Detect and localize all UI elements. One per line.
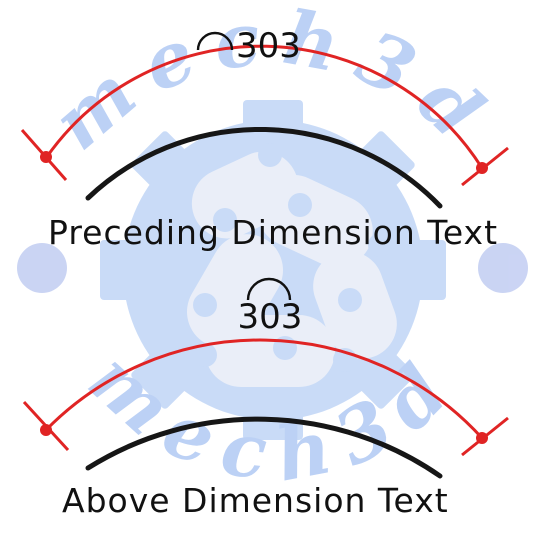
arc-geometry: [85, 416, 443, 479]
caption-preceding: Preceding Dimension Text: [48, 213, 498, 252]
dimension-value: 303: [238, 297, 303, 337]
dimension-arc: [44, 338, 484, 440]
chain-link-icon: [187, 143, 397, 387]
arc-length-symbol-icon: [196, 31, 234, 51]
dimension-end-dot: [476, 162, 488, 174]
caption-above: Above Dimension Text: [62, 481, 449, 520]
arc-geometry: [85, 127, 443, 209]
watermark-dot: [17, 243, 67, 293]
watermark-dot: [478, 243, 528, 293]
arc-length-symbol-icon: [246, 277, 292, 301]
bottom-example: 303 Above Dimension Text: [22, 277, 509, 520]
dimension-end-dot: [40, 424, 52, 436]
dimension-end-dot: [40, 151, 52, 163]
dimension-arc: [44, 44, 484, 169]
top-example: 303 Preceding Dimension Text: [20, 26, 509, 252]
dimension-end-dot: [476, 432, 488, 444]
dimension-value: 303: [236, 26, 301, 66]
